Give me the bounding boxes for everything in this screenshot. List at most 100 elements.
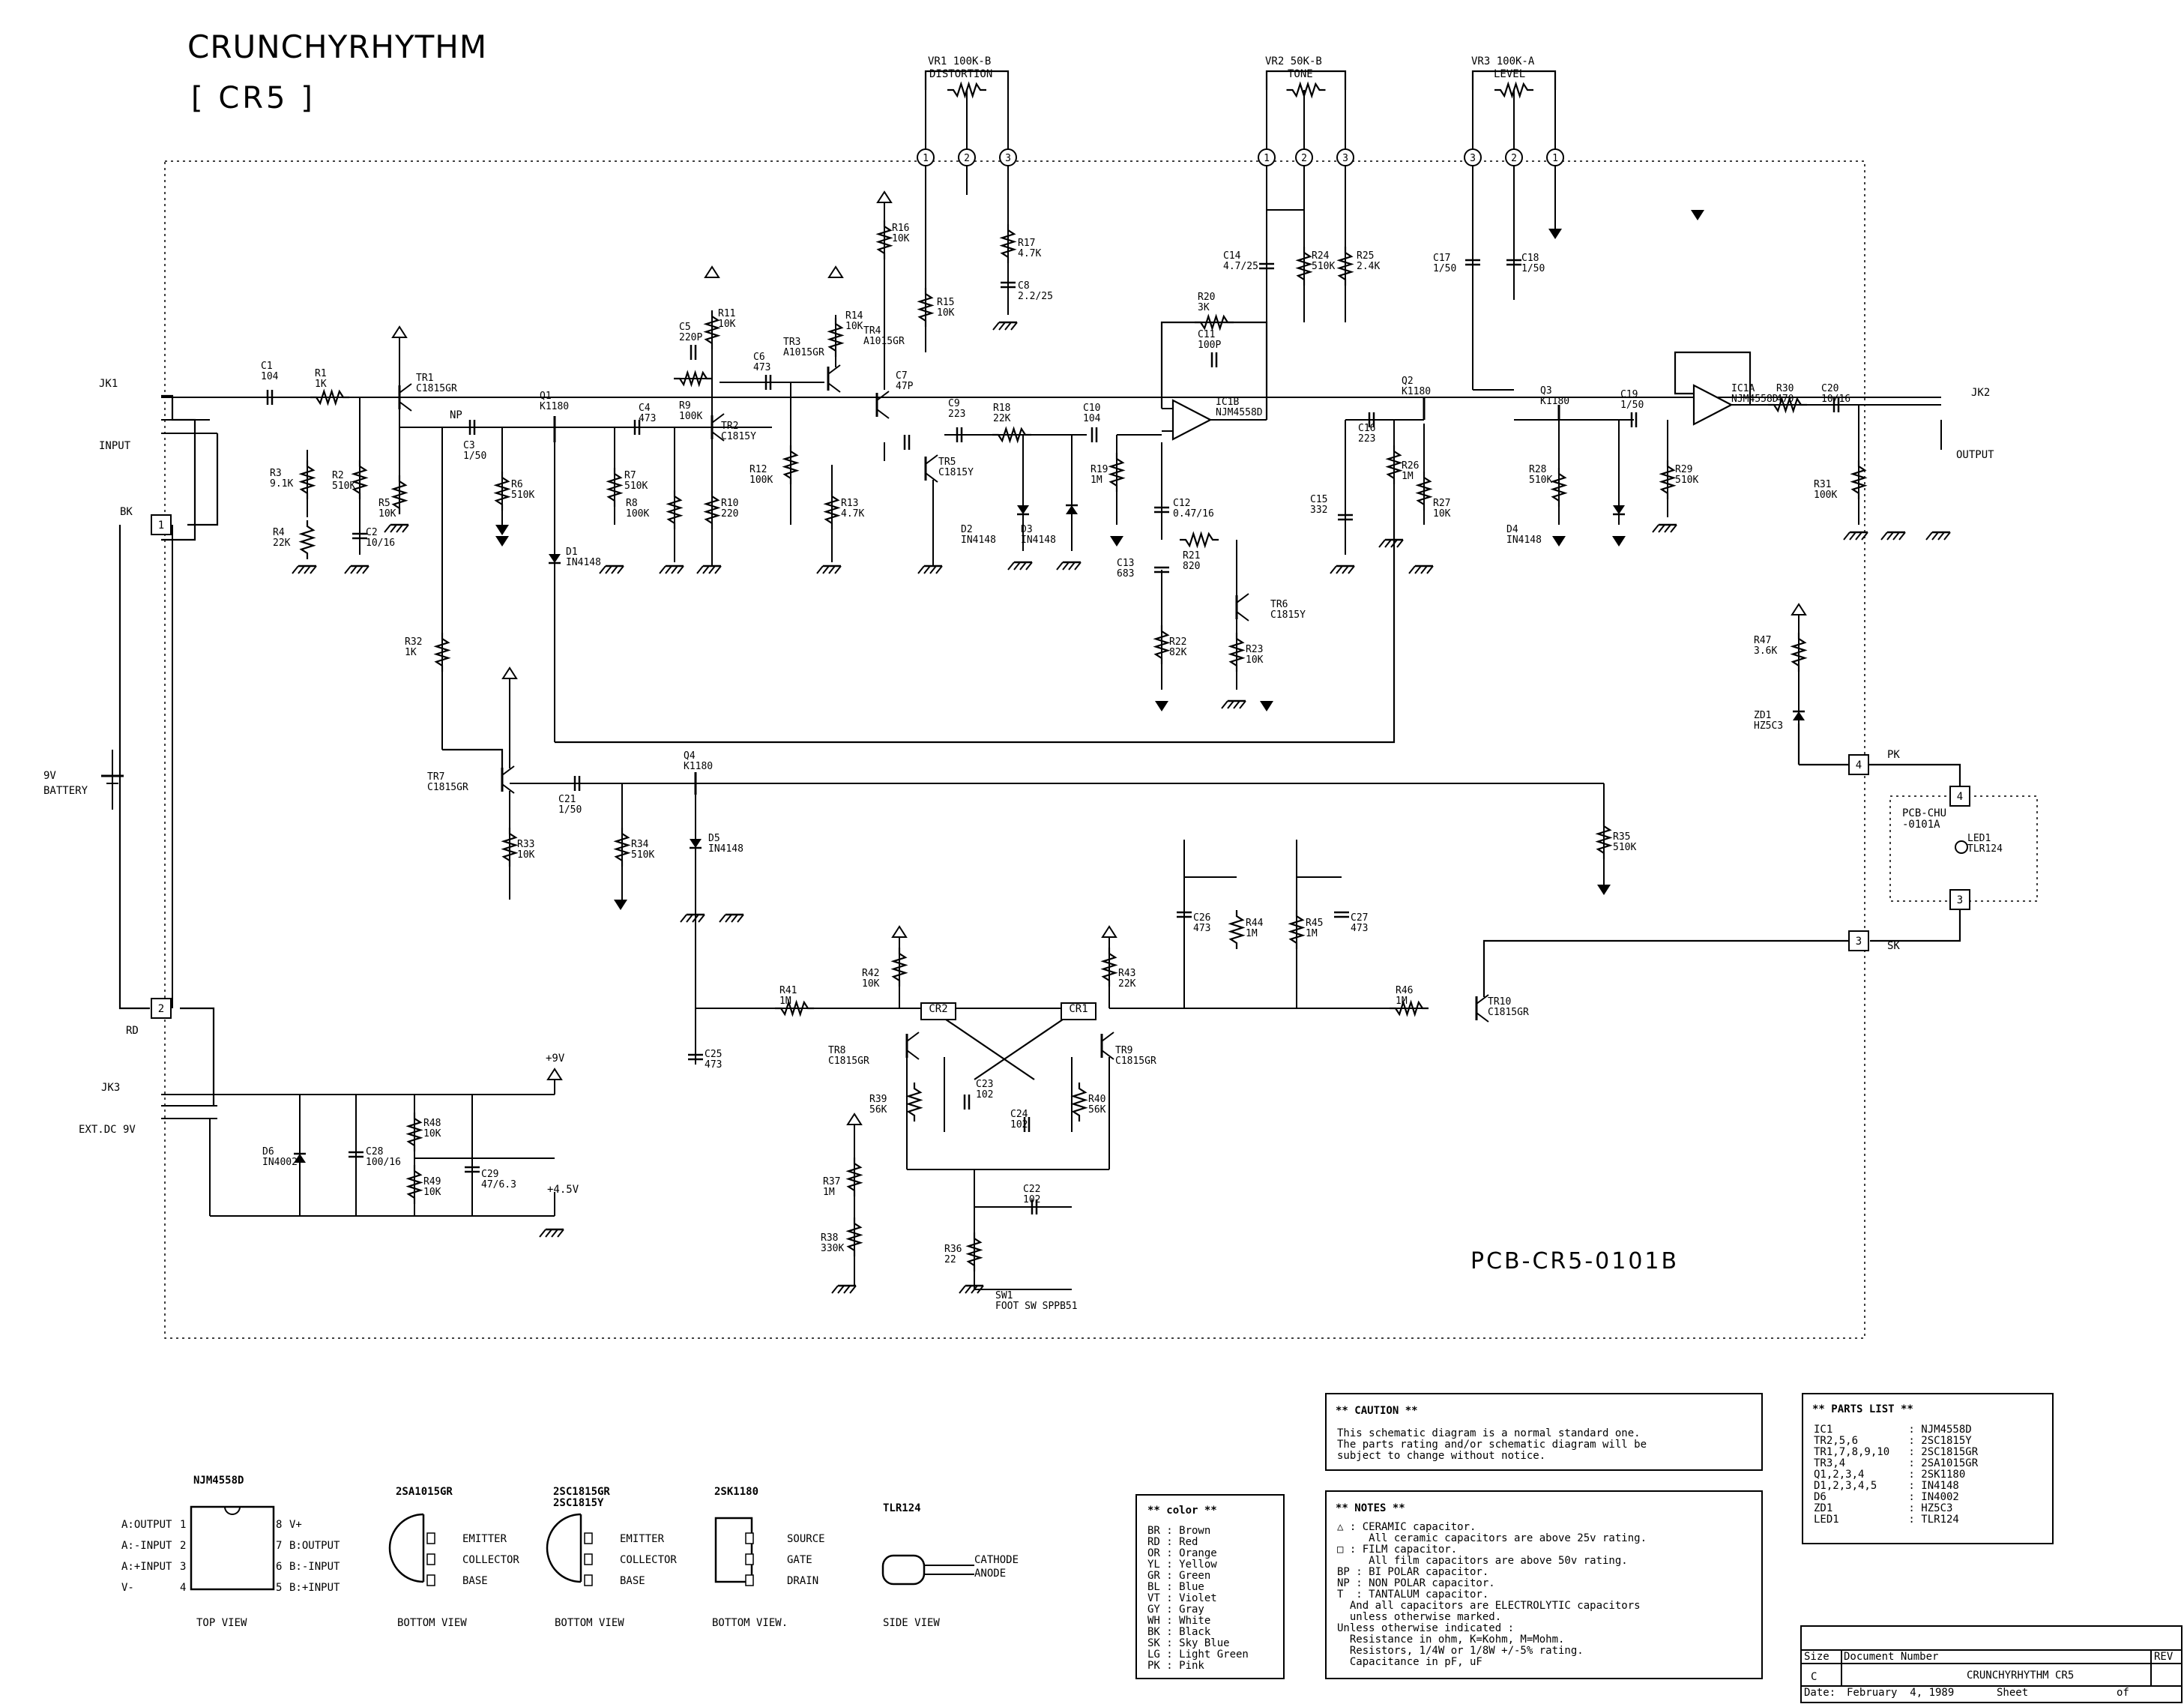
component-value: 1/50 — [463, 451, 487, 462]
vr3-ref: VR3 100K-A — [1471, 55, 1535, 67]
connector-2 — [151, 998, 172, 1019]
njm-left-num-3: 4 — [180, 1582, 187, 1594]
ground-symbol-21 — [830, 1284, 857, 1295]
pot-body-1 — [1265, 70, 1347, 90]
wire-rd: RD — [126, 1025, 139, 1037]
np-label: NP — [450, 409, 462, 421]
r48-res — [405, 1113, 423, 1151]
component-value: C1815GR — [1115, 1056, 1156, 1067]
component-ref: C14 — [1223, 250, 1241, 262]
component-ref: C10 — [1083, 403, 1101, 414]
r49-res — [405, 1165, 423, 1204]
parts-rows-row: D1,2,3,4,5 : IN4148 — [1814, 1480, 1959, 1492]
component-ref: C21 — [558, 794, 576, 805]
component-ref: C23 — [976, 1079, 994, 1090]
jk3-ref: JK3 — [101, 1082, 121, 1094]
component-value: 56K — [1088, 1104, 1106, 1116]
component-value: 10K — [937, 307, 955, 319]
component-ref: R41 — [779, 985, 797, 996]
pot-1-pin-2 — [1336, 148, 1354, 166]
component-ref: R37 — [823, 1176, 841, 1187]
led1-symbol — [1955, 840, 1968, 854]
parts-rows-row: TR2,5,6 : 2SC1815Y — [1814, 1435, 1972, 1447]
component-value: 100K — [626, 508, 650, 520]
pinout-title-2: 2SK1180 — [714, 1486, 759, 1498]
ground-arrow-0 — [495, 536, 509, 547]
pinout-title-1: 2SC1815GR 2SC1815Y — [553, 1486, 610, 1509]
r2-res — [351, 460, 369, 499]
component-ref: C22 — [1023, 1184, 1041, 1195]
component-value: 10K — [1433, 508, 1451, 520]
model-label: [ CR5 ] — [191, 81, 316, 115]
component-value: 1M — [1246, 928, 1258, 939]
component-value: IN4148 — [708, 843, 743, 855]
color-rows-row: GR : Green — [1147, 1570, 1211, 1582]
color-legend-header: ** color ** — [1147, 1505, 1217, 1517]
component-value: 10K — [845, 321, 863, 332]
pot-0-pin-2-text: 3 — [1005, 153, 1011, 164]
component-value: 10K — [718, 319, 736, 330]
component-value: IN4148 — [961, 535, 996, 546]
component-ref: C11 — [1198, 329, 1216, 340]
component-value: 0.47/16 — [1173, 508, 1214, 520]
component-value: K1180 — [540, 401, 570, 412]
r24-res — [1295, 247, 1313, 286]
component-value: 1M — [1396, 996, 1408, 1007]
parts-rows-row: IC1 : NJM4558D — [1814, 1424, 1972, 1436]
date-value: February 4, 1989 — [1847, 1687, 1955, 1699]
d4-diode — [1613, 505, 1625, 514]
rev-label: REV — [2154, 1651, 2174, 1663]
r47-res — [1790, 633, 1808, 672]
connector-3-led-text: 3 — [1957, 894, 1963, 906]
component-value: 510K — [511, 490, 535, 501]
pinout-1-pin-2: BASE — [620, 1575, 645, 1587]
vr1-ref: VR1 100K-B — [928, 55, 992, 67]
ground-symbol-7 — [917, 565, 944, 575]
component-value: 4.7K — [1018, 248, 1042, 259]
component-value: 2.4K — [1357, 261, 1381, 272]
net-9v-label: +9V — [546, 1053, 565, 1065]
battery-label: BATTERY — [43, 785, 88, 797]
component-ref: R32 — [405, 636, 423, 648]
component-ref: C7 — [896, 370, 908, 382]
component-value: 470 — [1776, 394, 1794, 405]
r21-res — [1180, 531, 1219, 549]
sheet-label: Sheet — [1997, 1687, 2029, 1699]
tr9-bjt — [1101, 1032, 1114, 1042]
pinout-tlr-title: TLR124 — [883, 1502, 921, 1514]
zd1-diode — [1793, 711, 1805, 720]
component-ref: R35 — [1613, 831, 1631, 843]
component-value: 100/16 — [366, 1157, 401, 1168]
pot-1-pin-1-text: 2 — [1301, 153, 1307, 164]
sk-wire — [1870, 900, 1961, 942]
component-ref: R2 — [332, 470, 344, 481]
pot-2-pin-1 — [1505, 148, 1523, 166]
notes-text: △ : CERAMIC capacitor. All ceramic capac… — [1337, 1522, 1647, 1668]
tr10-bjt — [1476, 994, 1489, 1005]
component-value: 100K — [749, 475, 773, 486]
notes-lines-row: And all capacitors are ELECTROLYTIC capa… — [1337, 1600, 1641, 1612]
r29-res — [1659, 460, 1677, 499]
notes-lines-row: □ : FILM capacitor. — [1337, 1544, 1458, 1556]
component-value: 10K — [517, 849, 535, 861]
notes-box: ** NOTES ** △ : CERAMIC capacitor. All c… — [1325, 1490, 1763, 1679]
component-value: 820 — [1183, 561, 1201, 572]
battery-wire — [118, 525, 150, 1010]
